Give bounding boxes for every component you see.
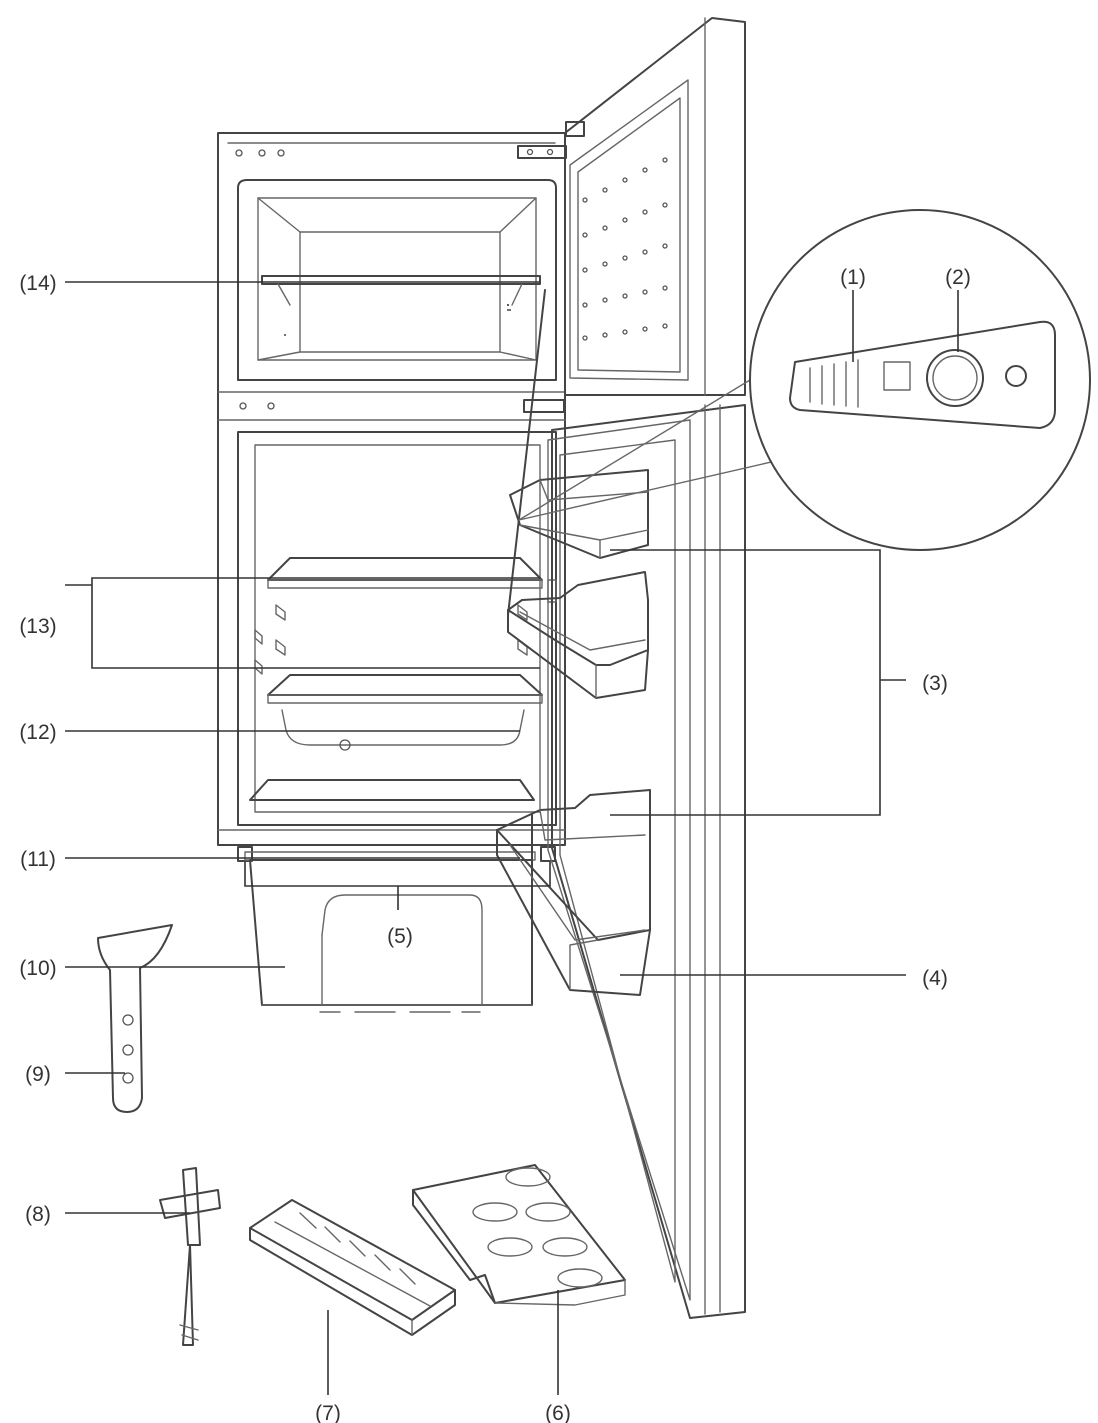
freezer-compartment xyxy=(237,179,557,381)
control-panel-callout xyxy=(518,209,1091,551)
fridge-compartment xyxy=(237,431,557,862)
label-fridge-shelves: (13) xyxy=(19,615,56,638)
label-drain-channel: (12) xyxy=(19,721,56,744)
label-crisper: (10) xyxy=(19,957,56,980)
door-shelf-middle xyxy=(507,289,546,616)
leader-5 xyxy=(244,862,551,910)
label-thermostat-knob: (2) xyxy=(945,266,971,289)
ice-scraper xyxy=(97,924,173,1113)
freezer-door-dimples xyxy=(582,157,668,341)
label-adjustable-feet: (5) xyxy=(387,925,413,948)
fridge-shelf-lower xyxy=(267,334,543,704)
fridge-shelf-upper xyxy=(267,557,543,589)
bottle-shelf xyxy=(496,789,651,996)
leader-3 xyxy=(610,549,906,816)
leader-lines xyxy=(65,281,959,1395)
label-door-shelves: (3) xyxy=(922,672,948,695)
label-ice-tray: (7) xyxy=(315,1402,341,1423)
label-control-panel: (1) xyxy=(840,266,866,289)
refrigerator-cabinet xyxy=(217,132,566,846)
label-freezer-shelf: (14) xyxy=(19,272,56,295)
egg-tray xyxy=(412,1164,626,1306)
label-egg-tray: (6) xyxy=(545,1402,571,1423)
freezer-door xyxy=(517,17,746,396)
door-shelf-middle-body xyxy=(507,309,649,699)
leader-13 xyxy=(65,577,540,669)
fridge-door xyxy=(523,399,746,1319)
crisper-drawer xyxy=(249,814,533,1013)
freezer-shelf xyxy=(261,275,541,306)
label-drain-cleaner: (8) xyxy=(25,1203,51,1226)
label-crisper-cover: (11) xyxy=(20,848,56,871)
part-labels: (1) (2) (3) (4) (5) (6) (7) (8) (9) (10)… xyxy=(19,266,971,1423)
crisper-cover xyxy=(244,779,536,861)
door-shelf-upper xyxy=(509,469,649,559)
label-ice-scraper: (9) xyxy=(25,1063,51,1086)
drain-cleaner xyxy=(159,1167,221,1346)
ice-tray xyxy=(249,1199,456,1336)
drain-channel xyxy=(281,709,525,751)
label-bottle-shelf: (4) xyxy=(922,967,948,990)
